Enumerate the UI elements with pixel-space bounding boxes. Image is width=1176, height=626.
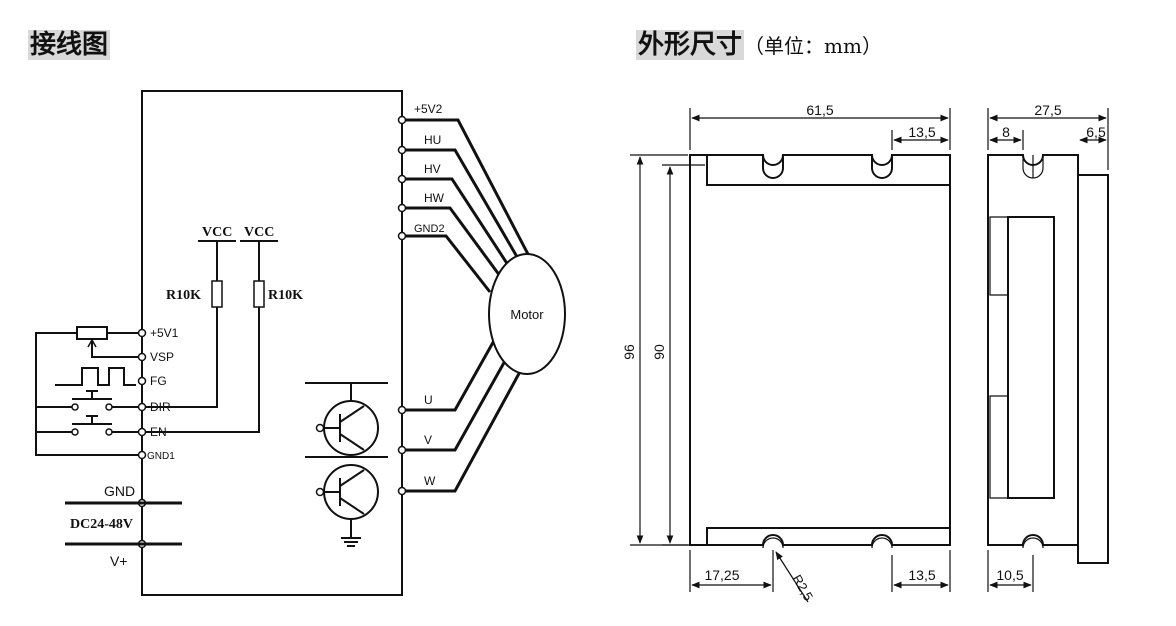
label-gnd2: GND2 — [414, 223, 445, 235]
label-5v1: +5V1 — [150, 326, 179, 340]
power-input: GND DC24-48V V+ — [65, 483, 182, 569]
dim-slot-radius: R2,5 — [789, 572, 816, 603]
dim-side-left: 8 — [1002, 124, 1010, 140]
vcc-label-2: VCC — [244, 225, 274, 240]
motor-label: Motor — [510, 307, 544, 322]
dim-front-top-right: 13,5 — [908, 124, 935, 140]
label-u: U — [424, 393, 433, 407]
label-hu: HU — [424, 133, 441, 147]
power-label-vplus: V+ — [110, 553, 128, 569]
potentiometer — [76, 326, 108, 340]
label-fg: FG — [150, 374, 167, 388]
label-v: V — [424, 433, 432, 447]
dim-side-width: 27,5 — [1034, 102, 1061, 118]
label-vsp: VSP — [150, 350, 174, 364]
resistor-label-2: R10K — [268, 288, 303, 303]
motor-wires — [406, 118, 532, 493]
ground-symbol — [341, 537, 361, 547]
terminal-dir — [137, 402, 147, 412]
power-label-gnd: GND — [104, 483, 135, 499]
dim-front-width: 61,5 — [806, 102, 833, 118]
label-5v2: +5V2 — [414, 102, 443, 116]
controller-box — [141, 90, 403, 596]
terminal-gnd1 — [137, 450, 147, 460]
motor — [488, 253, 566, 375]
side-view — [987, 154, 1109, 564]
front-view — [689, 154, 951, 549]
potentiometer-circuit — [35, 326, 138, 456]
resistor-label-1: R10K — [166, 288, 201, 303]
right-terminals — [397, 115, 407, 496]
dim-front-bottom-right: 13,5 — [908, 567, 935, 583]
wiring-diagram-title: 接线图 — [28, 30, 111, 60]
label-w: W — [424, 474, 436, 488]
resistor-1 — [211, 280, 223, 308]
resistor-2 — [253, 280, 265, 308]
dimensions-unit: （单位：mm） — [744, 34, 882, 58]
dim-front-bottom-left: 17,25 — [704, 567, 739, 583]
pullup-resistors: VCC VCC R10K R10K — [145, 225, 303, 433]
vcc-label-1: VCC — [202, 225, 232, 240]
label-hw: HW — [424, 191, 445, 205]
dimension-drawing: 61,5 13,5 96 90 17,25 13,5 R2,5 — [621, 102, 1109, 603]
power-label-dc: DC24-48V — [70, 517, 133, 532]
dim-front-height-outer: 96 — [621, 344, 637, 360]
dim-side-right: 6,5 — [1086, 124, 1106, 140]
terminal-5v1 — [137, 328, 147, 338]
dimensions-title: 外形尺寸（单位：mm） — [636, 24, 882, 61]
dimensions-title-text: 外形尺寸 — [636, 30, 745, 60]
label-gnd1: GND1 — [147, 451, 175, 462]
fg-pulse-waveform — [55, 367, 136, 386]
transistor-stage — [305, 382, 388, 547]
wiring-diagram: +5V1 VSP FG DIR EN GND1 — [35, 90, 566, 596]
side-dimensions: 27,5 8 6,5 10,5 — [987, 102, 1109, 592]
terminal-vsp — [137, 352, 147, 362]
switches — [36, 390, 138, 436]
terminal-fg — [137, 376, 147, 386]
terminal-en — [137, 427, 147, 437]
dim-side-bottom: 10,5 — [996, 567, 1023, 583]
dim-front-height-inner: 90 — [651, 344, 667, 360]
label-hv: HV — [424, 162, 441, 176]
